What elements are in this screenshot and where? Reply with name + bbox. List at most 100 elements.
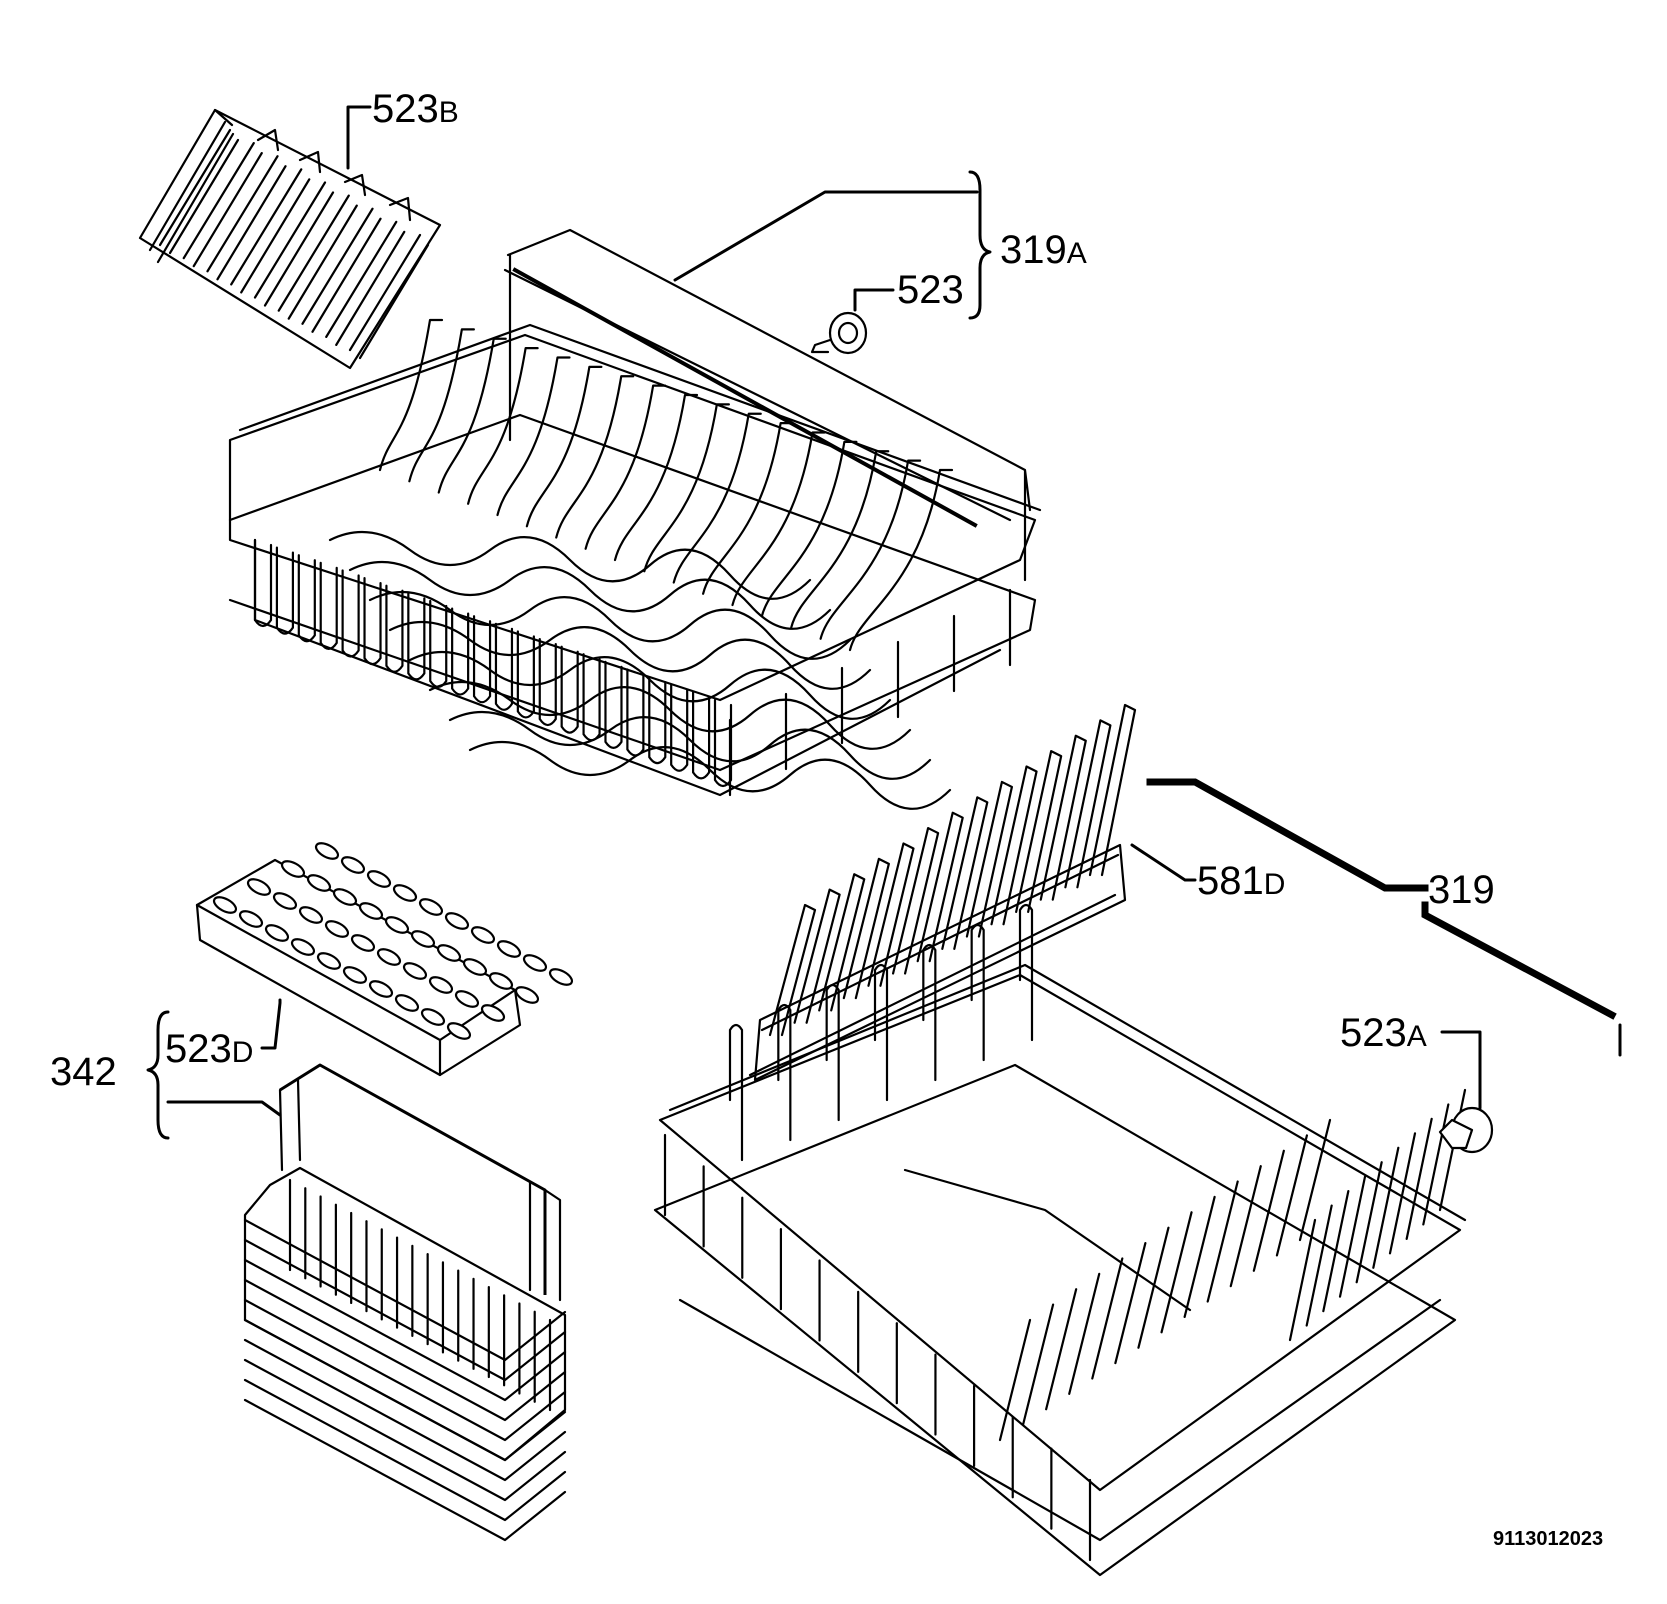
tray-hole [402,962,428,980]
lower-tine [1288,1218,1317,1342]
basket-layer [243,1398,567,1542]
basket-side-wire [341,569,360,658]
tray-hole [324,920,350,938]
basket-layer [243,1338,567,1482]
callout-342: 342 [50,1050,117,1094]
basket-bottom-wire [348,560,832,630]
tray-hole [444,912,470,930]
lower-side-wire [873,963,889,1102]
tray-hole [332,888,358,906]
drawing-code: 9113012023 [1493,1528,1603,1550]
basket-side-wire [560,645,579,734]
tray-hole [340,856,366,874]
lower-tine [1229,1165,1262,1288]
basket-tine [525,365,603,528]
rack-tine [941,796,989,950]
tray-hole [462,958,488,976]
basket-tine [437,337,507,494]
tray-hole [272,892,298,910]
tray-hole [514,986,540,1004]
tray-hole [366,870,392,888]
basket-layer [243,1378,567,1522]
basket-side-wire [407,592,426,681]
rack-tine [965,780,1014,938]
insert-rib [158,128,240,255]
basket-tine [672,412,762,584]
basket-bottom-wire [388,620,872,690]
rack-tine [793,888,841,1024]
tray-hole [480,1004,506,1022]
tray-hole [418,898,444,916]
part-523-wheel [810,311,868,355]
basket-tine [555,375,635,539]
callout-581d: 581D [1197,859,1285,903]
tray-hole [392,884,418,902]
basket-layer [243,1318,567,1462]
rack-tine [1015,750,1063,914]
basket-side-wire [363,576,382,666]
basket-side-wire [670,683,689,772]
insert-rib [206,155,287,281]
tray-hole [314,842,340,860]
lower-tine [1183,1195,1216,1319]
lower-side-wire [728,1023,744,1162]
tray-hole [548,968,574,986]
basket-tine [848,468,954,652]
basket-tine [643,403,730,573]
basket-side-wire [472,615,492,704]
part-523a-wheel [1438,1106,1494,1154]
basket-bottom-wire [328,530,812,600]
lower-tine [998,1318,1032,1442]
basket-tine [584,384,667,550]
callout-523d: 523D [165,1027,253,1071]
basket-tine [760,440,858,618]
lower-tine [1275,1134,1309,1257]
lower-tine [1298,1118,1332,1242]
tray-hole [316,952,342,970]
basket-tine [378,318,444,472]
insert-rib [182,142,263,268]
tray-hole [280,860,306,878]
basket-tine [613,393,699,562]
part-581d-folding-tine-rack [748,703,1137,1082]
basket-side-wire [429,599,448,689]
tray-hole [454,990,480,1008]
callout-319: 319 [1428,868,1495,912]
tray-hole [298,906,324,924]
leader-lines [146,105,1622,1140]
tray-hole [470,926,496,944]
basket-side-wire [253,538,273,628]
rack-tine [1064,719,1112,889]
lower-tine [1305,1204,1333,1327]
basket-tine [819,459,922,640]
rack-tine [768,903,817,1037]
callout-523: 523 [897,268,964,312]
rack-tine [842,857,890,1000]
basket-side-wire [713,698,733,788]
lower-tine [1405,1117,1433,1240]
rack-tine [990,765,1038,926]
tray-hole [264,924,290,942]
lower-tine [1045,1288,1078,1411]
tray-hole [358,902,384,920]
basket-side-wire [626,668,645,757]
lower-tine [1252,1149,1285,1272]
lower-tine [1422,1103,1450,1226]
basket-side-wire [319,561,338,650]
tray-hole [428,976,454,994]
lower-tine [1438,1088,1467,1212]
lower-tine [1091,1257,1124,1380]
basket-tine [467,347,539,505]
part-523d-cutlery-tray [195,842,574,1077]
rack-tine [1088,703,1137,877]
basket-bottom-wire [428,680,912,750]
tray-hole [342,966,368,984]
tray-hole [212,896,238,914]
lower-tine [1137,1226,1170,1349]
part-342-cutlery-basket [243,1063,567,1542]
lower-side-wire [1018,903,1034,1042]
basket-tine [496,356,571,517]
basket-tine [790,450,890,629]
basket-side-wire [297,554,316,643]
